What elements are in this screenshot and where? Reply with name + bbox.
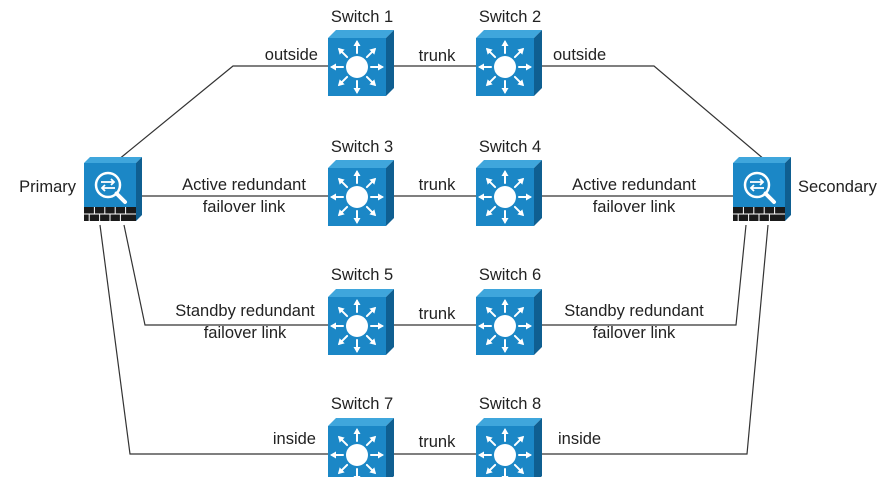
- trunk-label-1: trunk: [418, 47, 456, 65]
- switch-6-label: Switch 6: [478, 266, 542, 284]
- trunk-label-4: trunk: [418, 433, 456, 451]
- link-switch8-secondary-inside: [542, 224, 769, 455]
- switch-7-label: Switch 7: [330, 395, 394, 413]
- active-link-label-right: Active redundant failover link: [572, 174, 696, 218]
- switch-6-icon: [476, 289, 542, 355]
- switch-5-label: Switch 5: [330, 266, 394, 284]
- standby-link-label-right: Standby redundant failover link: [564, 300, 703, 344]
- link-primary-switch1-outside: [117, 65, 328, 161]
- link-primary-switch7-inside: [99, 224, 328, 455]
- switch-3-icon: [328, 160, 394, 226]
- standby-link-line1: Standby redundant: [175, 302, 315, 320]
- switch-8-icon: [476, 418, 542, 477]
- standby-link-line1: Standby redundant: [564, 302, 704, 320]
- standby-link-label-left: Standby redundant failover link: [175, 300, 314, 344]
- secondary-label: Secondary: [798, 178, 877, 196]
- active-link-line1: Active redundant: [182, 176, 306, 194]
- trunk-label-2: trunk: [418, 176, 456, 194]
- secondary-firewall-icon: [733, 157, 791, 221]
- active-link-label-left: Active redundant failover link: [182, 174, 306, 218]
- trunk-label-3: trunk: [418, 305, 456, 323]
- switch-7-icon: [328, 418, 394, 477]
- link-switch2-secondary-outside: [542, 65, 766, 161]
- switch-1-icon: [328, 30, 394, 96]
- primary-label: Primary: [19, 178, 76, 196]
- outside-label-right: outside: [553, 46, 607, 64]
- primary-firewall-icon: [84, 157, 142, 221]
- switch-1-label: Switch 1: [330, 8, 394, 26]
- link-primary-switch5-standby: [123, 224, 328, 326]
- switch-4-icon: [476, 160, 542, 226]
- outside-label-left: outside: [264, 46, 318, 64]
- active-link-line1: Active redundant: [572, 176, 696, 194]
- standby-link-line2: failover link: [203, 324, 287, 342]
- switch-4-label: Switch 4: [478, 138, 542, 156]
- inside-label-right: inside: [558, 430, 602, 448]
- switch-2-label: Switch 2: [478, 8, 542, 26]
- active-link-line2: failover link: [202, 198, 286, 216]
- switch-5-icon: [328, 289, 394, 355]
- switch-8-label: Switch 8: [478, 395, 542, 413]
- standby-link-line2: failover link: [592, 324, 676, 342]
- inside-label-left: inside: [272, 430, 316, 448]
- link-switch6-secondary-standby: [542, 224, 747, 326]
- switch-3-label: Switch 3: [330, 138, 394, 156]
- switch-2-icon: [476, 30, 542, 96]
- active-link-line2: failover link: [592, 198, 676, 216]
